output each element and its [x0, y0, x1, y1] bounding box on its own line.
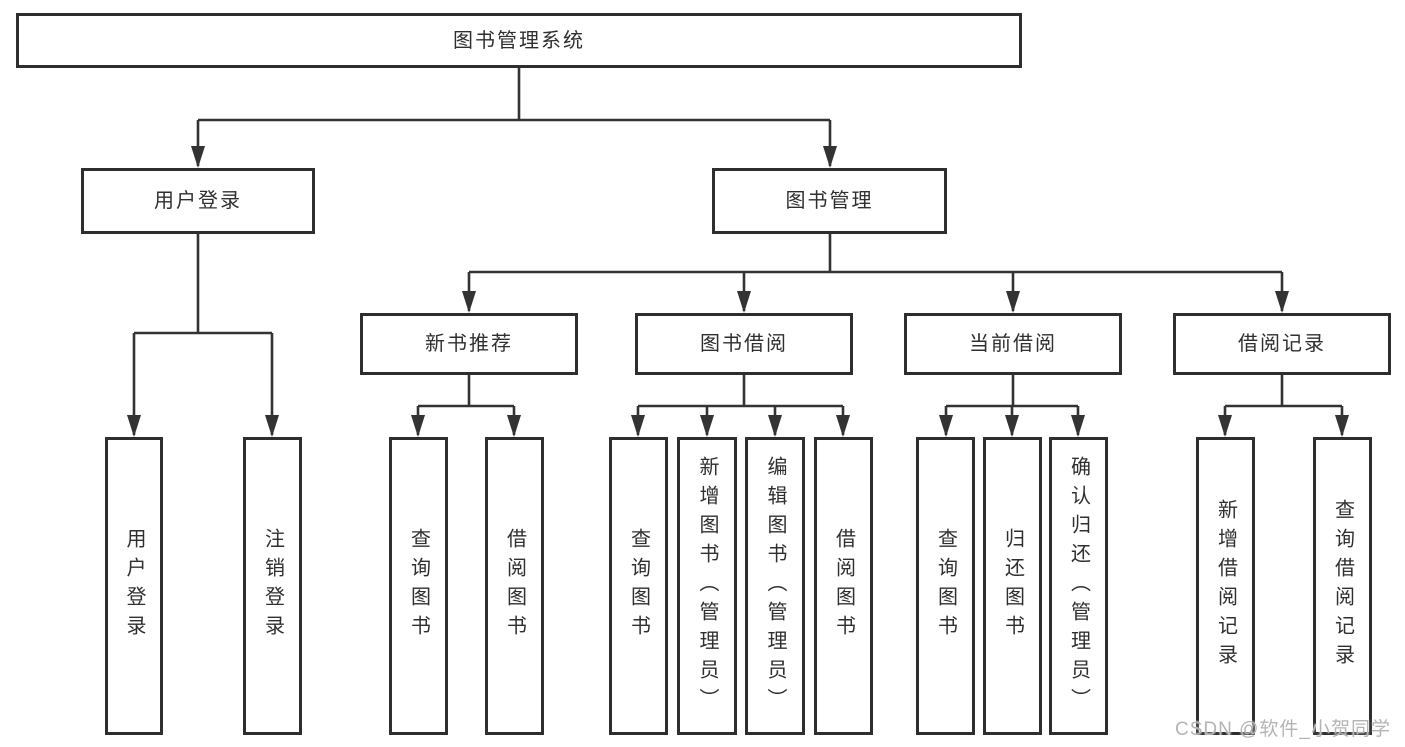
- node-current-borrow: 当前借阅: [904, 313, 1122, 375]
- node-library-management-system: 图书管理系统: [16, 13, 1022, 68]
- leaf-edit-books-admin: 编辑图书（管理员）: [745, 437, 805, 735]
- leaf-query-books-current: 查询图书: [916, 437, 975, 735]
- node-new-book-recommend: 新书推荐: [360, 313, 578, 375]
- leaf-return-books: 归还图书: [983, 437, 1042, 735]
- node-book-borrow: 图书借阅: [635, 313, 853, 375]
- leaf-query-books-borrow: 查询图书: [609, 437, 668, 735]
- leaf-logout: 注销登录: [243, 437, 302, 735]
- node-borrow-records: 借阅记录: [1173, 313, 1391, 375]
- node-book-management: 图书管理: [712, 168, 947, 234]
- leaf-query-books-recommend: 查询图书: [389, 437, 448, 735]
- leaf-query-borrow-record: 查询借阅记录: [1313, 437, 1372, 735]
- node-user-login: 用户登录: [81, 168, 315, 234]
- leaf-add-borrow-record: 新增借阅记录: [1196, 437, 1255, 735]
- leaf-user-login: 用户登录: [105, 437, 163, 735]
- leaf-borrow-books: 借阅图书: [814, 437, 873, 735]
- leaf-add-books-admin: 新增图书（管理员）: [677, 437, 737, 735]
- leaf-borrow-books-recommend: 借阅图书: [485, 437, 544, 735]
- leaf-confirm-return-admin: 确认归还（管理员）: [1049, 437, 1108, 735]
- csdn-watermark: CSDN @软件_小贺同学: [1175, 719, 1391, 740]
